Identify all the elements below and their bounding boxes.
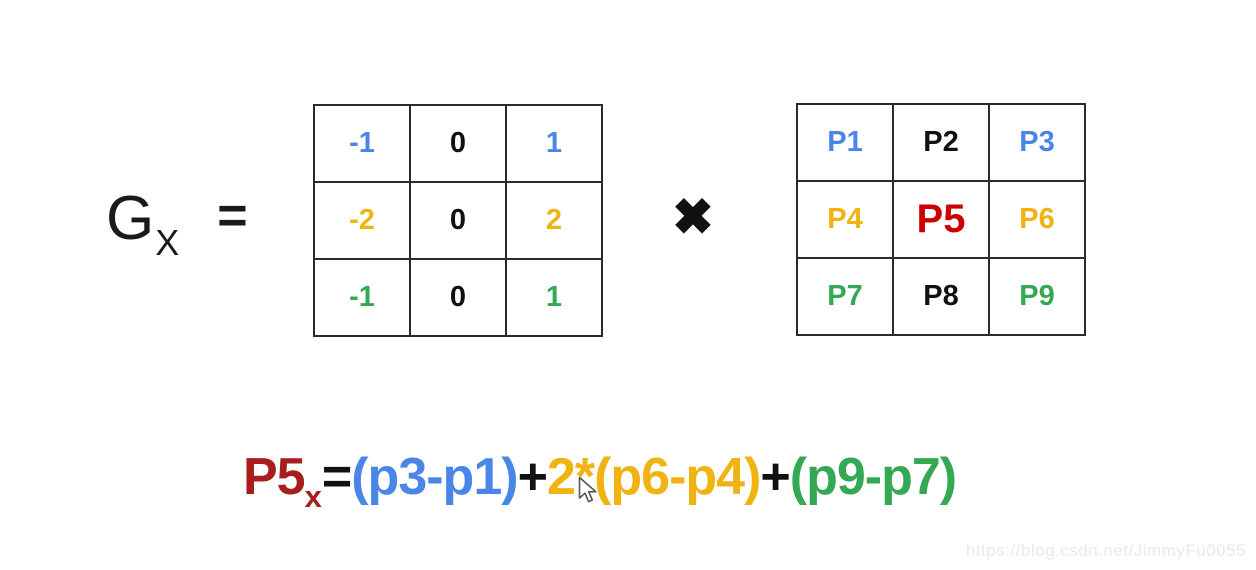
kernel-cell: 0 — [411, 260, 505, 335]
formula-term-blue: (p3-p1) — [351, 448, 518, 506]
pixel-cell: P8 — [894, 259, 988, 334]
formula-plus: + — [760, 448, 790, 506]
pixel-cell-center: P5 — [894, 182, 988, 257]
formula-p5-subscript: x — [304, 479, 322, 514]
pixel-cell: P7 — [798, 259, 892, 334]
formula-term-green: (p9-p7) — [789, 448, 957, 506]
formula-equals: = — [321, 448, 352, 506]
sobel-kernel-matrix: -1 0 1 -2 0 2 -1 0 1 — [313, 104, 603, 337]
equals-sign: = — [217, 187, 247, 245]
pixel-cell: P6 — [990, 182, 1084, 257]
formula-term-orange: 2*(p6-p4) — [546, 448, 761, 506]
kernel-cell: 1 — [507, 260, 601, 335]
pixel-cell: P9 — [990, 259, 1084, 334]
mouse-cursor-icon — [578, 476, 597, 503]
pixel-cell: P4 — [798, 182, 892, 257]
kernel-cell: -1 — [315, 106, 409, 181]
gx-base-letter: G — [106, 184, 155, 253]
gx-equation-label: GX = — [106, 184, 248, 264]
kernel-cell: -1 — [315, 260, 409, 335]
multiply-icon: ✖ — [672, 189, 714, 245]
kernel-cell: 0 — [411, 183, 505, 258]
gradient-formula: P5x=(p3-p1)+2*(p6-p4)+(p9-p7) — [243, 446, 957, 515]
formula-p5: P5 — [243, 448, 306, 506]
pixel-cell: P3 — [990, 105, 1084, 180]
kernel-cell: 0 — [411, 106, 505, 181]
pixel-neighborhood-matrix: P1 P2 P3 P4 P5 P6 P7 P8 P9 — [796, 103, 1086, 336]
kernel-cell: 2 — [507, 183, 601, 258]
formula-plus: + — [517, 448, 548, 506]
gx-subscript: X — [155, 222, 180, 263]
watermark-url: https://blog.csdn.net/JimmyFu0055 — [965, 541, 1246, 560]
pixel-cell: P2 — [894, 105, 988, 180]
pixel-cell: P1 — [798, 105, 892, 180]
kernel-cell: 1 — [507, 106, 601, 181]
kernel-cell: -2 — [315, 183, 409, 258]
